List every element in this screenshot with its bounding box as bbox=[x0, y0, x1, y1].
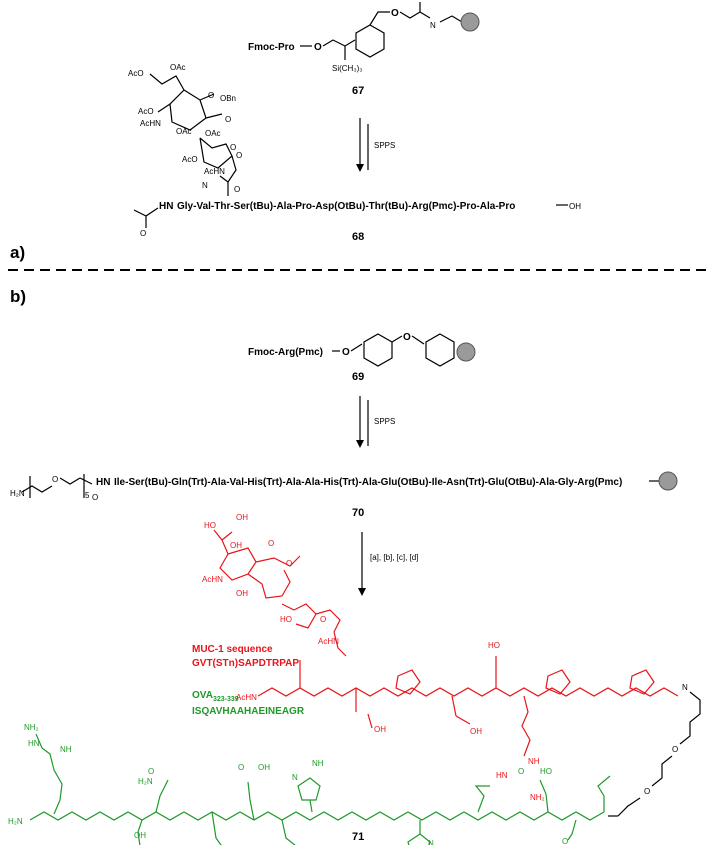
compound-67: Fmoc-Pro O Si(CH₃)₃ O N 67 bbox=[248, 2, 480, 97]
svg-text:O: O bbox=[225, 115, 231, 124]
svg-text:O: O bbox=[286, 559, 292, 568]
conditions-label: [a], [b], [c], [d] bbox=[370, 553, 418, 562]
svg-text:O: O bbox=[148, 767, 154, 776]
svg-text:OBn: OBn bbox=[220, 94, 236, 103]
spps-arrow-b: SPPS bbox=[356, 396, 395, 448]
compound-68: HN Gly-Val-Thr-Ser(tBu)-Ala-Pro-Asp(OtBu… bbox=[133, 201, 581, 243]
svg-text:O: O bbox=[236, 151, 242, 160]
svg-text:OH: OH bbox=[569, 202, 581, 211]
svg-text:HO: HO bbox=[280, 615, 292, 624]
svg-text:H₂N: H₂N bbox=[138, 777, 153, 786]
ova-sequence: ISQAVHAAHAEINEAGR bbox=[192, 706, 305, 717]
compound-70-number: 70 bbox=[352, 507, 364, 519]
ova-title: OVA323-339 bbox=[192, 690, 239, 703]
svg-text:AcHN: AcHN bbox=[204, 167, 225, 176]
svg-text:5: 5 bbox=[85, 491, 90, 500]
svg-text:O: O bbox=[52, 475, 58, 484]
panel-a-label: a) bbox=[10, 243, 25, 262]
svg-text:O: O bbox=[238, 763, 244, 772]
svg-text:N: N bbox=[430, 21, 436, 30]
svg-text:AcHN: AcHN bbox=[236, 693, 257, 702]
svg-text:HO: HO bbox=[488, 641, 500, 650]
svg-text:OH: OH bbox=[470, 727, 482, 736]
spps-label-b: SPPS bbox=[374, 417, 395, 426]
compound-68-number: 68 bbox=[352, 231, 364, 243]
compound-67-number: 67 bbox=[352, 85, 364, 97]
svg-text:HN: HN bbox=[28, 739, 40, 748]
svg-text:OH: OH bbox=[374, 725, 386, 734]
svg-text:N: N bbox=[428, 839, 434, 845]
svg-text:NH: NH bbox=[528, 757, 540, 766]
svg-text:AcHN: AcHN bbox=[318, 637, 339, 646]
svg-text:AcO: AcO bbox=[182, 155, 198, 164]
linker-o-label: O bbox=[314, 42, 322, 53]
panel-b-label: b) bbox=[10, 287, 26, 306]
svg-text:NH₂: NH₂ bbox=[24, 723, 39, 732]
svg-text:Fmoc-Arg(Pmc): Fmoc-Arg(Pmc) bbox=[248, 347, 323, 358]
svg-text:NH: NH bbox=[312, 759, 324, 768]
sequence-legend: MUC-1 sequence GVT(STn)SAPDTRPAP OVA323-… bbox=[192, 644, 305, 717]
svg-text:O: O bbox=[562, 837, 568, 845]
svg-text:O: O bbox=[230, 143, 236, 152]
svg-text:HN: HN bbox=[159, 201, 173, 212]
svg-text:AcO: AcO bbox=[138, 107, 154, 116]
svg-text:H₂N: H₂N bbox=[8, 817, 23, 826]
muc1-peptide-chain: AcHN OH OH HO NH HN NH₂ N bbox=[236, 641, 688, 802]
resin-bead-icon bbox=[456, 342, 476, 362]
svg-text:N: N bbox=[682, 683, 688, 692]
svg-text:OAc: OAc bbox=[205, 129, 221, 138]
glycan-block-a: AcO OAc AcO AcHN OAc OBn O OAc AcO AcHN … bbox=[128, 63, 242, 196]
svg-text:OAc: OAc bbox=[170, 63, 186, 72]
muc-title: MUC-1 sequence bbox=[192, 644, 273, 655]
svg-text:OH: OH bbox=[236, 513, 248, 522]
ova-peptide-chain: NH₂ HN NH H₂N O H₂N OH O OH N NH HN N O … bbox=[8, 723, 611, 845]
peptide-68: Gly-Val-Thr-Ser(tBu)-Ala-Pro-Asp(OtBu)-T… bbox=[177, 201, 515, 212]
compound-71-number: 71 bbox=[352, 831, 364, 843]
compound-69: Fmoc-Arg(Pmc) O O 69 bbox=[248, 332, 476, 383]
resin-bead-icon bbox=[658, 471, 678, 491]
svg-text:OH: OH bbox=[230, 541, 242, 550]
svg-text:N: N bbox=[202, 181, 208, 190]
svg-text:O: O bbox=[518, 767, 524, 776]
spps-arrow-a: SPPS bbox=[356, 118, 395, 172]
si-label: Si(CH₃)₃ bbox=[332, 64, 363, 73]
svg-text:O: O bbox=[644, 787, 650, 796]
svg-text:NH₂: NH₂ bbox=[530, 793, 545, 802]
svg-text:HO: HO bbox=[540, 767, 552, 776]
stn-glycan: HO OH OH O AcHN OH HO O O AcHN bbox=[202, 513, 347, 657]
compound-69-number: 69 bbox=[352, 371, 364, 383]
svg-text:HO: HO bbox=[204, 521, 216, 530]
ether-o-label: O bbox=[391, 8, 399, 19]
svg-text:N: N bbox=[292, 773, 298, 782]
svg-text:H₂N: H₂N bbox=[10, 489, 25, 498]
compound-70: H₂N O 5 O HN Ile-Ser(tBu)-Gln(Trt)-Ala-V… bbox=[10, 471, 678, 519]
svg-text:O: O bbox=[403, 332, 411, 343]
svg-text:O: O bbox=[92, 493, 98, 502]
peptide-70: Ile-Ser(tBu)-Gln(Trt)-Ala-Val-His(Trt)-A… bbox=[114, 477, 622, 488]
svg-text:O: O bbox=[268, 539, 274, 548]
svg-text:O: O bbox=[234, 185, 240, 194]
svg-text:OH: OH bbox=[134, 831, 146, 840]
fmoc-pro-label: Fmoc-Pro bbox=[248, 42, 295, 53]
svg-text:HN: HN bbox=[96, 477, 110, 488]
svg-text:AcHN: AcHN bbox=[202, 575, 223, 584]
svg-text:OH: OH bbox=[236, 589, 248, 598]
svg-text:O: O bbox=[320, 615, 326, 624]
svg-text:OAc: OAc bbox=[176, 127, 192, 136]
svg-text:HN: HN bbox=[496, 771, 508, 780]
svg-text:NH: NH bbox=[60, 745, 72, 754]
svg-text:O: O bbox=[140, 229, 146, 238]
spps-label-a: SPPS bbox=[374, 141, 395, 150]
peg-linker: O O bbox=[608, 691, 701, 817]
svg-text:AcO: AcO bbox=[128, 69, 144, 78]
svg-text:AcHN: AcHN bbox=[140, 119, 161, 128]
conditions-arrow: [a], [b], [c], [d] bbox=[358, 532, 418, 596]
svg-text:O: O bbox=[672, 745, 678, 754]
svg-text:OH: OH bbox=[258, 763, 270, 772]
resin-bead-icon bbox=[460, 12, 480, 32]
svg-text:O: O bbox=[342, 347, 350, 358]
muc-sequence: GVT(STn)SAPDTRPAP bbox=[192, 658, 299, 669]
